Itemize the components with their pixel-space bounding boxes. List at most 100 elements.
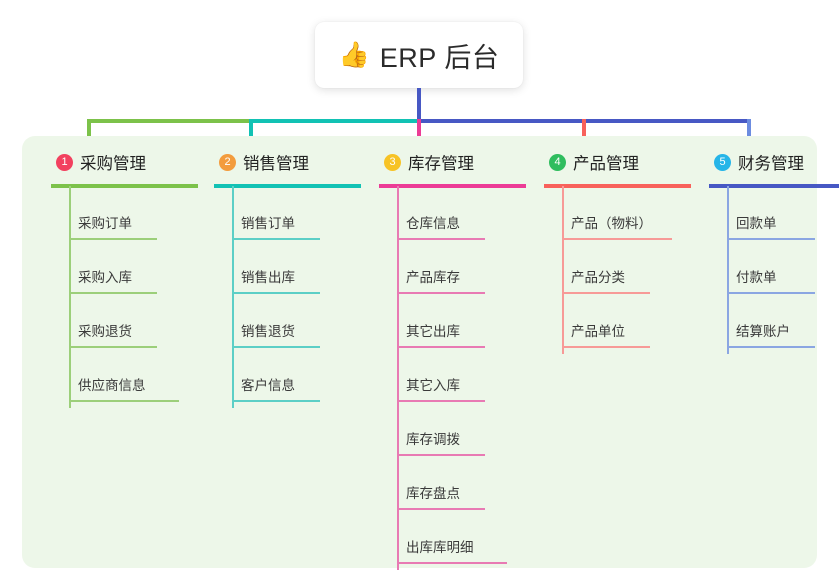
- item-label: 库存盘点: [406, 486, 460, 501]
- column-badge: 5: [714, 153, 731, 171]
- column-badge: 1: [56, 153, 73, 171]
- page-title: ERP 后台: [379, 42, 500, 73]
- item-label: 采购入库: [78, 270, 132, 285]
- column-header[interactable]: 1 采购管理: [42, 148, 202, 176]
- column-badge: 2: [219, 153, 236, 171]
- column-underline: [379, 184, 526, 188]
- column-stem: [69, 186, 71, 408]
- list-item[interactable]: 仓库信息: [370, 190, 530, 244]
- item-underline: [397, 508, 485, 510]
- list-item[interactable]: 采购退货: [42, 298, 202, 352]
- list-item[interactable]: 库存盘点: [370, 460, 530, 514]
- bus-segment-green: [87, 119, 251, 123]
- item-label: 采购退货: [78, 324, 132, 339]
- column-inventory: 3 库存管理 仓库信息 产品库存 其它出库 其它入库: [370, 148, 530, 570]
- item-underline: [562, 346, 650, 348]
- item-label: 付款单: [736, 270, 777, 285]
- root-node-card[interactable]: 👍 ERP 后台: [315, 22, 523, 88]
- item-underline: [727, 292, 815, 294]
- column-items: 产品（物料） 产品分类 产品单位: [535, 190, 695, 352]
- list-item[interactable]: 产品库存: [370, 244, 530, 298]
- list-item[interactable]: 库存调拨: [370, 406, 530, 460]
- list-item[interactable]: 付款单: [700, 244, 839, 298]
- column-underline: [214, 184, 361, 188]
- item-label: 采购订单: [78, 216, 132, 231]
- item-underline: [232, 400, 320, 402]
- item-label: 销售出库: [241, 270, 295, 285]
- item-label: 产品（物料）: [571, 216, 652, 231]
- item-underline: [232, 292, 320, 294]
- item-label: 客户信息: [241, 378, 295, 393]
- list-item[interactable]: 其它入库: [370, 352, 530, 406]
- item-label: 产品库存: [406, 270, 460, 285]
- column-title: 库存管理: [408, 155, 474, 173]
- column-header[interactable]: 4 产品管理: [535, 148, 695, 176]
- column-items: 仓库信息 产品库存 其它出库 其它入库 库存调拨: [370, 190, 530, 568]
- column-badge: 4: [549, 153, 566, 171]
- item-underline: [727, 238, 815, 240]
- item-underline: [69, 346, 157, 348]
- thumbs-up-emoji: 👍: [338, 40, 370, 69]
- list-item[interactable]: 采购入库: [42, 244, 202, 298]
- item-label: 供应商信息: [78, 378, 146, 393]
- column-underline: [51, 184, 198, 188]
- column-stem: [397, 186, 399, 570]
- list-item[interactable]: 产品单位: [535, 298, 695, 352]
- list-item[interactable]: 销售出库: [205, 244, 365, 298]
- column-title: 采购管理: [80, 155, 146, 173]
- column-stem: [232, 186, 234, 408]
- item-underline: [69, 238, 157, 240]
- list-item[interactable]: 结算账户: [700, 298, 839, 352]
- column-underline: [709, 184, 839, 188]
- list-item[interactable]: 产品分类: [535, 244, 695, 298]
- list-item[interactable]: 其它出库: [370, 298, 530, 352]
- item-label: 销售退货: [241, 324, 295, 339]
- item-label: 回款单: [736, 216, 777, 231]
- column-items: 销售订单 销售出库 销售退货 客户信息: [205, 190, 365, 406]
- item-underline: [69, 292, 157, 294]
- item-underline: [562, 292, 650, 294]
- item-label: 结算账户: [736, 324, 790, 339]
- item-label: 其它出库: [406, 324, 460, 339]
- item-label: 出库库明细: [406, 540, 474, 555]
- item-underline: [397, 562, 507, 564]
- column-title: 销售管理: [243, 155, 309, 173]
- bus-segment-teal: [249, 119, 421, 123]
- column-items: 回款单 付款单 结算账户: [700, 190, 839, 352]
- column-sales: 2 销售管理 销售订单 销售出库 销售退货 客户信息: [205, 148, 365, 408]
- diagram-panel: 1 采购管理 采购订单 采购入库 采购退货 供应商信息: [22, 136, 839, 570]
- item-underline: [562, 238, 672, 240]
- list-item[interactable]: 客户信息: [205, 352, 365, 406]
- item-underline: [397, 346, 485, 348]
- column-header[interactable]: 3 库存管理: [370, 148, 530, 176]
- item-underline: [69, 400, 179, 402]
- item-underline: [397, 454, 485, 456]
- list-item[interactable]: 回款单: [700, 190, 839, 244]
- list-item[interactable]: 产品（物料）: [535, 190, 695, 244]
- item-underline: [397, 292, 485, 294]
- item-underline: [232, 238, 320, 240]
- root-connector-vertical: [417, 88, 421, 123]
- column-title: 财务管理: [738, 155, 804, 173]
- column-items: 采购订单 采购入库 采购退货 供应商信息: [42, 190, 202, 406]
- list-item[interactable]: 销售订单: [205, 190, 365, 244]
- list-item[interactable]: 采购订单: [42, 190, 202, 244]
- item-underline: [397, 238, 485, 240]
- column-stem: [562, 186, 564, 354]
- list-item[interactable]: 供应商信息: [42, 352, 202, 406]
- item-underline: [397, 400, 485, 402]
- list-item[interactable]: 出库库明细: [370, 514, 530, 568]
- item-underline: [232, 346, 320, 348]
- list-item[interactable]: 销售退货: [205, 298, 365, 352]
- item-underline: [727, 346, 815, 348]
- item-label: 仓库信息: [406, 216, 460, 231]
- item-label: 其它入库: [406, 378, 460, 393]
- column-header[interactable]: 5 财务管理: [700, 148, 839, 176]
- column-stem: [727, 186, 729, 354]
- column-badge: 3: [384, 153, 401, 171]
- item-label: 产品分类: [571, 270, 625, 285]
- item-label: 销售订单: [241, 216, 295, 231]
- column-header[interactable]: 2 销售管理: [205, 148, 365, 176]
- item-label: 产品单位: [571, 324, 625, 339]
